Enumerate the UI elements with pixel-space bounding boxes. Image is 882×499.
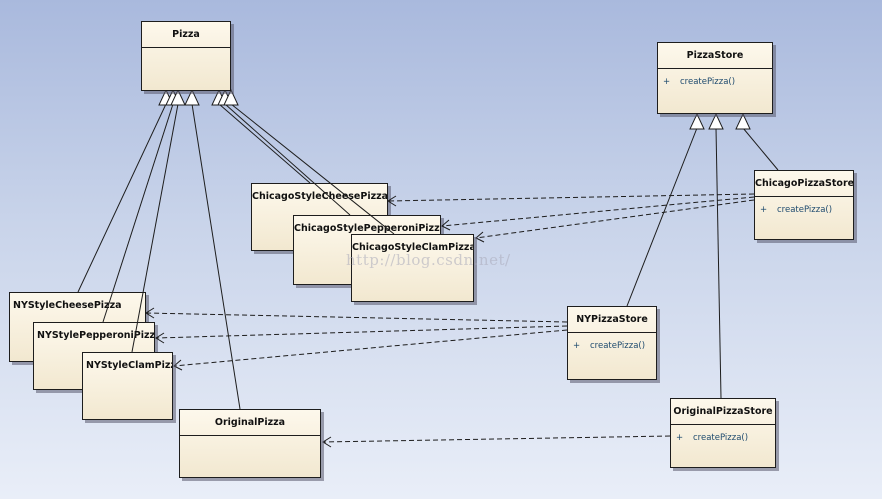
generalization-arrowhead [735,112,751,130]
generalization-arrowhead [184,88,200,106]
dependency-line [145,312,568,323]
dependency-arrowhead [441,219,451,231]
dependency-arrowhead [322,436,332,448]
operation-visibility: + [760,205,768,215]
class-name: OriginalPizzaStore [671,399,775,425]
dependency-arrowhead [475,231,485,243]
class-original-pizza[interactable]: OriginalPizza [179,409,321,478]
operation-visibility: + [573,341,581,351]
generalization-line [218,103,311,184]
class-name: ChicagoStyleCheesePizza [252,191,387,202]
dependency-line [155,325,568,339]
generalization-line [626,127,698,307]
operation: + createPizza() [755,197,853,215]
operation: + createPizza() [671,425,775,443]
class-pizza-store[interactable]: PizzaStore + createPizza() [657,42,773,114]
dependency-line [173,329,568,367]
class-name: NYStylePepperoniPizza [37,330,154,341]
dependency-arrowhead [145,307,155,319]
operation-name: createPizza() [590,341,646,351]
class-ny-style-clam-pizza[interactable]: NYStyleClamPizza [82,352,173,420]
class-chicago-style-clam-pizza[interactable]: ChicagoStyleClamPizza [351,234,474,302]
generalization-line [102,103,174,323]
generalization-arrowhead [708,112,724,130]
dependency-line [441,196,755,227]
class-name: NYStyleCheesePizza [13,300,122,311]
operation-visibility: + [663,77,671,87]
generalization-arrowhead [158,88,174,106]
class-name: ChicagoPizzaStore [755,171,853,197]
dependency-arrowhead [173,359,183,371]
operation-visibility: + [676,433,684,443]
class-original-pizza-store[interactable]: OriginalPizzaStore + createPizza() [670,398,776,468]
class-name: NYStyleClamPizza [86,360,172,371]
dependency-line [322,435,671,443]
class-name: OriginalPizza [180,410,320,436]
operation: + createPizza() [568,333,656,351]
dependency-arrowhead [387,195,397,207]
generalization-line [715,127,722,399]
generalization-arrowhead [211,88,227,106]
dependency-arrowhead [155,332,165,344]
class-chicago-pizza-store[interactable]: ChicagoPizzaStore + createPizza() [754,170,854,240]
dependency-line [387,193,755,202]
operation-name: createPizza() [680,77,736,87]
watermark: http://blog.csdn.net/ [346,251,511,269]
class-ny-pizza-store[interactable]: NYPizzaStore + createPizza() [567,306,657,380]
class-name: PizzaStore [658,43,772,69]
class-name: Pizza [142,22,230,48]
class-name: ChicagoStyleClamPizza [352,242,473,253]
class-name: NYPizzaStore [568,307,656,333]
generalization-line [742,127,779,171]
class-pizza[interactable]: Pizza [141,21,231,91]
generalization-arrowhead [223,88,239,106]
operation-name: createPizza() [693,433,749,443]
generalization-arrowhead [170,88,186,106]
generalization-arrowhead [165,88,181,106]
generalization-arrowhead [689,112,705,130]
generalization-arrowhead [217,88,233,106]
dependency-line [475,199,755,239]
generalization-line [191,103,241,410]
operation: + createPizza() [658,69,772,87]
generalization-line [77,103,167,293]
operation-name: createPizza() [777,205,833,215]
